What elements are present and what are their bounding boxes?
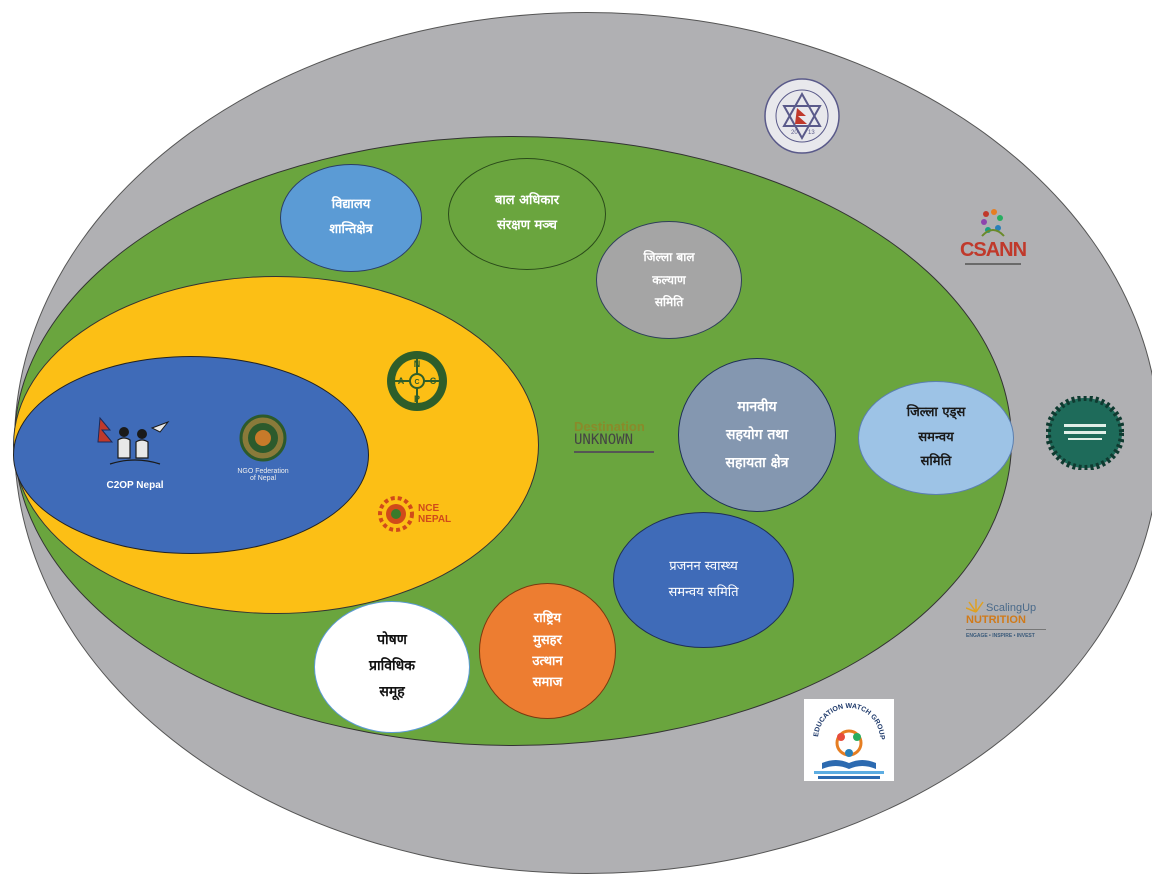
bubble-line: कल्याण: [652, 272, 686, 287]
nutrition-label: NUTRITION: [966, 614, 1026, 626]
nce-label: NCE: [418, 503, 440, 514]
bubble-line: जिल्ला एड्स: [906, 404, 966, 420]
ngo-federation-line1: NGO Federation: [237, 468, 289, 475]
bubble-line: समिति: [654, 295, 684, 310]
csann-underline: [965, 263, 1021, 265]
bubble-poshan: पोषण प्राविधिक समूह: [314, 601, 470, 733]
start-fund-emblem-icon: [1046, 396, 1124, 470]
ncap-letter: P: [414, 394, 420, 404]
bubble-vidyalaya: विद्यालय शान्तिक्षेत्र: [280, 164, 422, 272]
sun-tagline: ENGAGE • INSPIRE • INVEST: [966, 633, 1035, 640]
nce-nepal-logo: NCE NEPAL: [378, 490, 462, 538]
bubble-bal-adhikar: बाल अधिकार संरक्षण मञ्च: [448, 158, 606, 270]
bubble-line: राष्ट्रिय: [533, 611, 562, 627]
ngo-federation-emblem-icon: [239, 414, 287, 462]
nce-sun-icon: [378, 496, 414, 532]
smc-year: 13: [808, 130, 815, 136]
scaling-up-label: ScalingUp: [986, 602, 1037, 614]
bubble-line: बाल अधिकार: [494, 193, 560, 209]
bubble-line: समन्वय: [918, 429, 954, 445]
destination-label: Destination: [574, 419, 645, 434]
education-watch-group-logo: EDUCATION WATCH GROUP: [804, 699, 894, 781]
bubble-line: मुसहर: [533, 632, 562, 648]
ncap-emblem-icon: N C A P C: [387, 351, 447, 411]
bubble-line: विद्यालय: [331, 197, 371, 213]
bubble-jilla-bal: जिल्ला बाल कल्याण समिति: [596, 221, 742, 339]
education-watch-emblem-icon: EDUCATION WATCH GROUP: [813, 703, 885, 779]
c2op-nepal-logo: C2OP Nepal: [90, 412, 180, 492]
nepal-label: NEPAL: [418, 514, 452, 525]
bubble-line: मानवीय: [737, 399, 777, 415]
c2op-label: C2OP Nepal: [106, 480, 164, 491]
ncap-letter: C: [414, 379, 419, 386]
smc-federation-logo: 20 13: [762, 76, 842, 156]
bubble-line: जिल्ला बाल: [643, 249, 695, 264]
svg-text:EDUCATION WATCH GROUP: EDUCATION WATCH GROUP: [813, 703, 885, 740]
smc-year: 20: [791, 130, 798, 136]
sun-rays-icon: [966, 599, 984, 613]
bubble-line: उत्थान: [532, 654, 563, 669]
blue-ellipse: [13, 356, 369, 554]
bubble-line: समाज: [532, 675, 563, 691]
bubble-line: समन्वय समिति: [668, 585, 739, 600]
bubble-manaviya: मानवीय सहयोग तथा सहायता क्षेत्र: [678, 358, 836, 512]
csann-figures-icon: [981, 209, 1005, 237]
bubble-line: शान्तिक्षेत्र: [329, 222, 373, 237]
sun-divider: [966, 629, 1046, 631]
scaling-up-nutrition-logo: ScalingUp NUTRITION ENGAGE • INSPIRE • I…: [966, 596, 1050, 650]
ewg-label: EDUCATION WATCH GROUP: [813, 703, 885, 740]
csann-logo: CSANN: [956, 206, 1030, 276]
bubble-line: समूह: [379, 683, 405, 700]
ncap-letter: A: [398, 376, 405, 386]
ncap-letter: C: [430, 376, 437, 386]
bubble-line: संरक्षण मञ्च: [497, 218, 557, 233]
ngo-federation-logo: NGO Federation of Nepal: [226, 412, 300, 496]
unknown-label: UNKNOWN: [574, 432, 634, 448]
destination-underline: [574, 451, 654, 454]
bubble-line: प्राविधिक: [369, 658, 415, 675]
bubble-line: पोषण: [377, 632, 407, 649]
bubble-line: प्रजनन स्वास्थ्य: [669, 559, 738, 574]
bubble-line: सहायता क्षेत्र: [725, 455, 789, 471]
bubble-aids: जिल्ला एड्स समन्वय समिति: [858, 381, 1014, 495]
start-fund-nepal-logo: [1046, 396, 1124, 470]
bubble-line: सहयोग तथा: [726, 427, 788, 443]
bubble-line: समिति: [920, 454, 952, 470]
star-emblem-icon: 20 13: [764, 78, 840, 154]
ncap-logo: N C A P C: [386, 350, 448, 412]
ncap-letter: N: [414, 359, 421, 369]
bubble-prajanan: प्रजनन स्वास्थ्य समन्वय समिति: [613, 512, 794, 648]
csann-label: CSANN: [959, 239, 1027, 261]
ngo-federation-line2: of Nepal: [249, 475, 277, 482]
destination-unknown-logo: Destination UNKNOWN: [574, 420, 660, 460]
children-icon: [97, 416, 170, 465]
bubble-musahar: राष्ट्रिय मुसहर उत्थान समाज: [479, 583, 616, 719]
